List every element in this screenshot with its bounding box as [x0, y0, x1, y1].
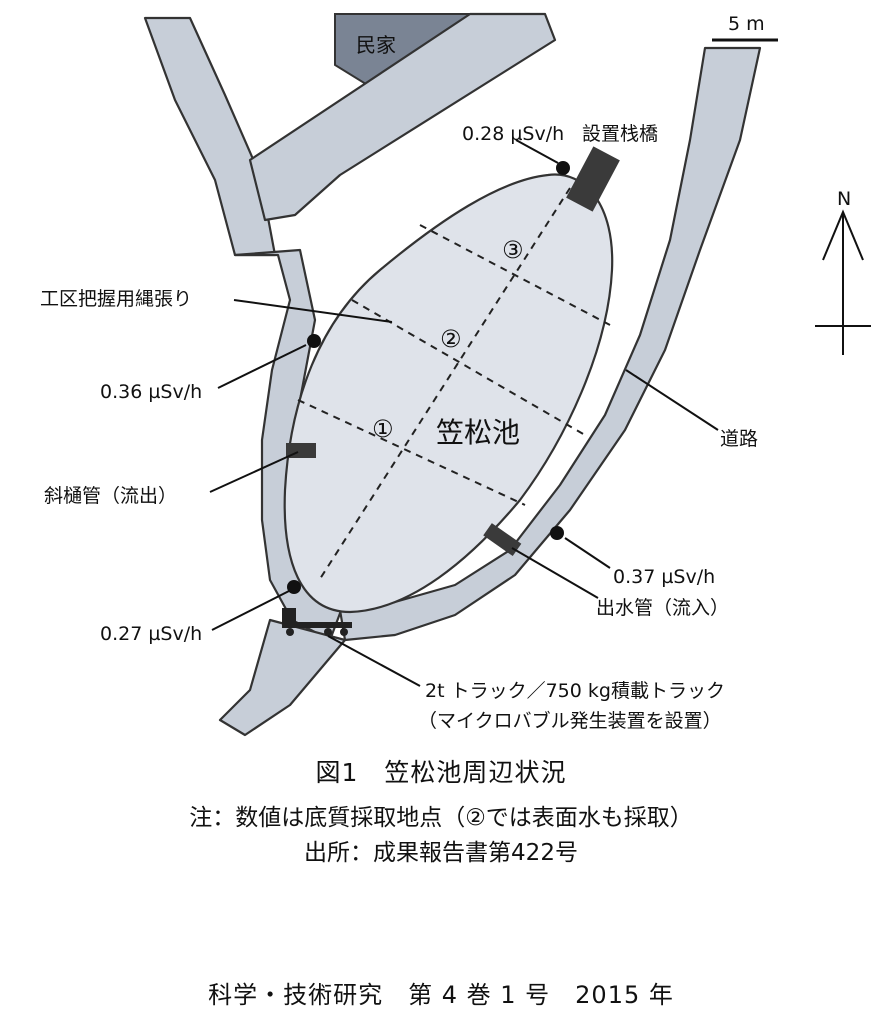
inflow-pipe-label: 出水管（流入）: [596, 597, 729, 619]
figure-source: 出所：成果報告書第422号: [304, 840, 578, 866]
grid-line-1: [419, 224, 611, 326]
value-east: 0.37 µSv/h: [613, 566, 715, 588]
north-arrow: N: [815, 188, 871, 355]
sampling-point-east: [550, 526, 564, 540]
sampling-point-south: [287, 580, 301, 594]
value-south: 0.27 µSv/h: [100, 623, 202, 645]
north-label: N: [837, 188, 851, 210]
house-label: 民家: [356, 33, 396, 57]
outflow-pipe-label: 斜樋管（流出）: [44, 485, 177, 507]
truck-icon: [282, 608, 352, 636]
road-label: 道路: [720, 428, 758, 450]
bridge-label: 設置栈橋: [582, 123, 658, 145]
truck-label-line1: 2t トラック／750 kg積載トラック: [425, 680, 725, 702]
value-north: 0.28 µSv/h: [462, 123, 564, 145]
pond-label: 笠松池: [436, 416, 520, 449]
truck-label-line2: （マイクロバブル発生装置を設置）: [418, 709, 722, 732]
figure-note: 注：数値は底質採取地点（②では表面水も採取）: [189, 805, 693, 831]
grid-line-3: [297, 399, 526, 506]
bridge-pier: [566, 146, 620, 212]
leader-lines: [209, 139, 719, 687]
site-map: 民家 ③ ② ① 笠松池: [40, 12, 871, 737]
road-network: [143, 12, 762, 737]
rope-label: 工区把握用縄張り: [40, 288, 192, 310]
zone-label-2: ②: [440, 325, 462, 353]
value-west: 0.36 µSv/h: [100, 381, 202, 403]
journal-footer: 科学・技術研究 第 4 巻 1 号 2015 年: [208, 981, 674, 1009]
zone-label-3: ③: [502, 236, 524, 264]
pond: [283, 173, 614, 614]
sampling-point-north: [556, 161, 570, 175]
inflow-pipe: [483, 523, 522, 557]
zone-label-1: ①: [372, 415, 394, 443]
scale-label: 5 m: [728, 13, 765, 35]
sampling-point-west: [307, 334, 321, 348]
figure-title: 図1 笠松池周辺状況: [315, 758, 567, 787]
scale-bar: 5 m: [712, 13, 778, 42]
